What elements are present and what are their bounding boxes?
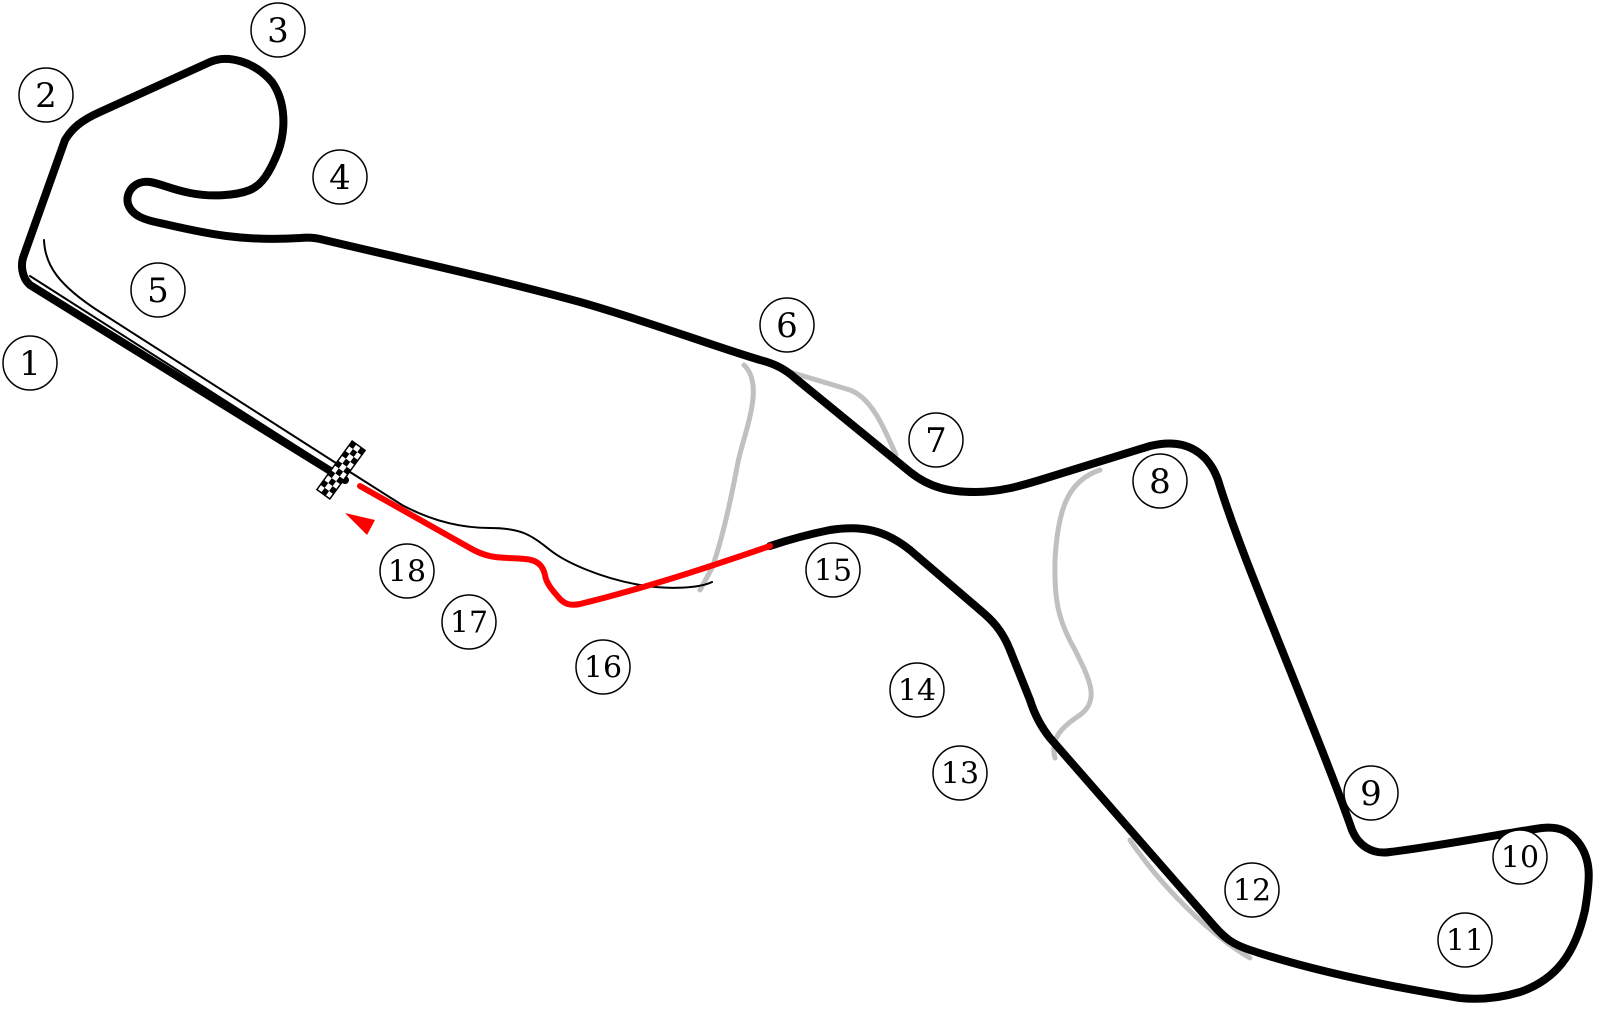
turn-number: 1	[19, 344, 41, 384]
turn-number: 6	[776, 306, 798, 346]
turn-number: 10	[1501, 841, 1539, 876]
turn-circle	[312, 149, 368, 205]
turn-number: 3	[267, 11, 289, 51]
alternate-layout-sections	[697, 362, 1253, 961]
turn-marker-3: 3	[250, 2, 306, 58]
turn-number: 15	[814, 554, 852, 589]
turn-marker-17: 17	[441, 594, 497, 650]
turn-circle	[932, 745, 988, 801]
turn-circle	[379, 543, 435, 599]
turn-marker-11: 11	[1437, 912, 1493, 968]
turn-marker-5: 5	[130, 262, 186, 318]
turn-number: 16	[584, 651, 622, 686]
turn-number: 14	[898, 674, 936, 709]
turn-number: 8	[1149, 462, 1171, 502]
alt-link-6-7	[787, 369, 899, 458]
turn-marker-7: 7	[908, 412, 964, 468]
turn-marker-9: 9	[1343, 765, 1399, 821]
turn-number: 12	[1233, 874, 1271, 909]
track-final-sector	[357, 483, 773, 608]
turn-number: 2	[35, 76, 57, 116]
turn-circle	[889, 662, 945, 718]
turn-marker-13: 13	[932, 745, 988, 801]
turn-number: 18	[388, 555, 426, 590]
turn-circle	[130, 262, 186, 318]
turn-marker-16: 16	[575, 639, 631, 695]
turn-marker-8: 8	[1132, 453, 1188, 509]
turn-circle	[1437, 912, 1493, 968]
turn-number: 13	[941, 757, 979, 792]
turn-number: 11	[1446, 924, 1484, 959]
turn-circle	[1132, 453, 1188, 509]
turn-marker-12: 12	[1224, 862, 1280, 918]
turn-circle	[1224, 862, 1280, 918]
turn-marker-14: 14	[889, 662, 945, 718]
turn-number: 7	[925, 421, 947, 461]
turn-circle	[575, 639, 631, 695]
turn-number: 9	[1360, 774, 1382, 814]
turn-circle	[908, 412, 964, 468]
checkered-flag-icon	[315, 439, 367, 501]
circuit-track	[18, 54, 1593, 1003]
turn-marker-18: 18	[379, 543, 435, 599]
alt-link-6-16	[697, 362, 756, 593]
alt-link-8-13	[1051, 467, 1103, 761]
turn-number: 17	[450, 606, 488, 641]
turn-marker-2: 2	[18, 67, 74, 123]
track-main-black	[18, 54, 1593, 1003]
turn-circle	[18, 67, 74, 123]
turn-circle	[250, 2, 306, 58]
turn-marker-10: 10	[1492, 829, 1548, 885]
turn-marker-15: 15	[805, 542, 861, 598]
turn-circle	[759, 297, 815, 353]
turn-circle	[1492, 829, 1548, 885]
turn-number: 5	[147, 271, 169, 311]
turn-marker-1: 1	[2, 335, 58, 391]
turn-circle	[2, 335, 58, 391]
turn-marker-6: 6	[759, 297, 815, 353]
turn-circle	[1343, 765, 1399, 821]
alt-link-12-13	[1127, 837, 1253, 961]
turn-marker-4: 4	[312, 149, 368, 205]
turn-number: 4	[329, 158, 351, 198]
turn-circle	[805, 542, 861, 598]
direction-arrow-icon	[345, 513, 375, 535]
turn-circle	[441, 594, 497, 650]
